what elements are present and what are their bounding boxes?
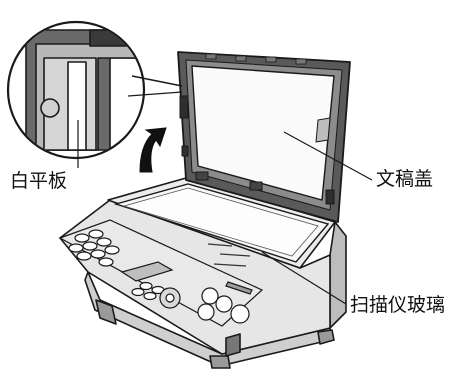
keypad (68, 229, 120, 267)
document-cover (177, 51, 351, 223)
leader-scanner-glass (261, 251, 347, 305)
round-buttons (197, 287, 250, 324)
control-panel (58, 219, 264, 327)
leader-document-cover (283, 131, 373, 181)
deck-parts (195, 171, 263, 191)
scanner-glass-label: 扫描仪玻璃 (350, 294, 446, 316)
scanner-glass (113, 183, 330, 267)
white-board-label: 白平板 (10, 170, 68, 192)
curved-arrow-icon (139, 127, 167, 173)
document-cover-label: 文稿盖 (376, 168, 434, 190)
lcd-display (120, 261, 174, 282)
leader-lines (77, 120, 373, 305)
white-board-strip (67, 61, 87, 151)
function-buttons (131, 281, 165, 301)
